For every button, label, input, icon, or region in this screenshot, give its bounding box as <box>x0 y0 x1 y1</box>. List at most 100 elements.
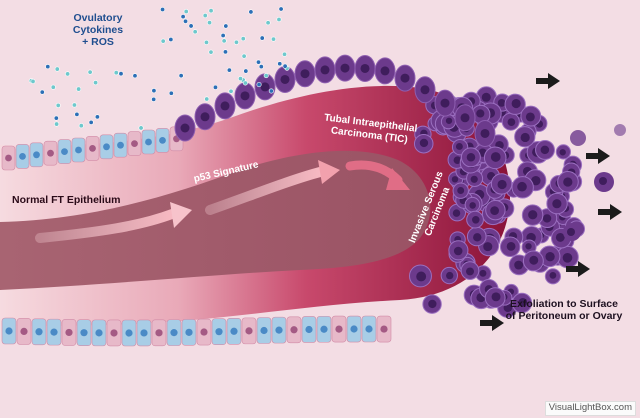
cytokine-particle <box>132 73 138 79</box>
cytokines-label-line1: Ovulatory <box>73 12 123 24</box>
cytokine-particle <box>221 38 227 44</box>
tic-nucleus <box>300 69 310 79</box>
cytokine-particle <box>212 84 218 90</box>
cytokines-label-line3: + ROS <box>82 36 114 49</box>
cytokine-particle <box>113 70 119 76</box>
cytokine-particle <box>277 61 283 67</box>
carcinoma-nucleus <box>452 209 461 217</box>
cytokine-particle <box>168 90 174 96</box>
carcinoma-nucleus <box>528 210 538 220</box>
exfoliated-cell-2 <box>570 130 586 146</box>
exfoliation-arrow-2 <box>586 148 610 164</box>
cytokine-particle <box>228 88 234 94</box>
cell-nucleus <box>230 327 238 335</box>
tic-nucleus <box>340 63 350 73</box>
carcinoma-nucleus <box>453 246 463 256</box>
cytokine-particle <box>233 39 239 45</box>
tic-nucleus <box>280 74 290 84</box>
progression-arrowhead-3 <box>386 168 410 190</box>
carcinoma-nucleus <box>446 271 454 280</box>
tic-nucleus <box>180 123 190 133</box>
carcinoma-nucleus <box>491 292 501 302</box>
tic-nucleus <box>240 91 250 101</box>
carcinoma-nucleus <box>453 156 462 165</box>
progression-arrow-1 <box>35 209 177 243</box>
cell-nucleus <box>110 329 118 337</box>
carcinoma-nucleus <box>490 152 501 162</box>
cytokine-particle <box>282 63 288 69</box>
carcinoma-nucleus <box>506 241 516 251</box>
cell-nucleus <box>61 148 68 156</box>
cytokine-particle <box>78 123 84 129</box>
cytokine-particle <box>256 59 262 65</box>
exfoliated-cell-4 <box>614 124 626 136</box>
tic-nucleus <box>480 128 490 138</box>
cell-nucleus <box>75 146 82 154</box>
cytokine-particle <box>204 96 210 102</box>
carcinoma-nucleus <box>472 216 480 224</box>
carcinoma-nucleus <box>466 153 476 162</box>
carcinoma-nucleus <box>481 92 491 102</box>
carcinoma-nucleus <box>469 202 476 209</box>
carcinoma-nucleus <box>470 175 478 183</box>
tube-lumen <box>0 150 431 290</box>
cell-nucleus <box>140 329 148 337</box>
carcinoma-nucleus <box>483 242 493 252</box>
cell-nucleus <box>117 141 124 149</box>
normal-epithelium-label: Normal FT Epithelium <box>12 194 121 206</box>
tic-nucleus <box>440 98 450 108</box>
cytokine-particle <box>180 14 186 20</box>
cytokine-particle <box>271 36 277 42</box>
carcinoma-nucleus <box>552 199 562 209</box>
exfoliation-label-line2: of Peritoneum or Ovary <box>505 310 623 323</box>
carcinoma-nucleus <box>497 99 506 107</box>
cell-nucleus <box>19 153 26 160</box>
progression-arrowhead-2 <box>318 160 340 184</box>
exfoliation-arrow-5 <box>480 315 504 331</box>
exfoliation-arrow-1 <box>536 73 560 89</box>
carcinoma-nucleus <box>545 252 555 262</box>
cytokine-particle <box>276 16 282 22</box>
cytokine-particle <box>65 71 71 77</box>
cell-nucleus <box>365 325 373 333</box>
cytokine-particle <box>151 96 157 102</box>
cytokine-particle <box>93 80 99 86</box>
cytokine-particle <box>183 9 189 15</box>
cell-nucleus <box>80 329 88 337</box>
cell-nucleus <box>50 328 58 336</box>
cytokines-label: Ovulatory Cytokines + ROS <box>38 12 158 48</box>
tic-nucleus <box>220 101 230 111</box>
cytokine-particle <box>207 20 213 26</box>
cytokine-particle <box>30 78 36 84</box>
cytokine-particle <box>138 125 144 131</box>
cytokine-particle <box>88 119 94 125</box>
carcinoma-nucleus <box>490 206 499 215</box>
cell-nucleus <box>35 328 43 336</box>
carcinoma-nucleus <box>562 252 573 263</box>
carcinoma-nucleus <box>451 176 459 183</box>
carcinoma-nucleus <box>518 297 528 307</box>
cytokine-particle <box>160 6 166 12</box>
carcinoma-nucleus <box>466 267 474 276</box>
cytokine-particle <box>238 76 244 82</box>
cytokine-particle <box>118 71 124 77</box>
cell-nucleus <box>89 145 96 152</box>
cytokine-particle <box>39 89 45 95</box>
tic-nucleus <box>400 73 410 83</box>
carcinoma-nucleus <box>455 143 463 150</box>
carcinoma-nucleus <box>520 132 530 143</box>
cell-nucleus <box>275 326 283 334</box>
carcinoma-nucleus <box>416 271 427 282</box>
cytokine-particles <box>28 6 290 131</box>
cell-nucleus <box>320 325 328 333</box>
cell-nucleus <box>47 149 54 157</box>
cytokine-particle <box>240 36 246 42</box>
carcinoma-nucleus <box>473 233 482 242</box>
cell-nucleus <box>170 329 178 337</box>
cytokines-label-line2: Cytokines <box>72 24 124 37</box>
cell-nucleus <box>215 328 223 336</box>
tic-nucleus <box>320 65 330 75</box>
cytokine-particle <box>208 8 214 14</box>
cell-nucleus <box>103 143 110 151</box>
